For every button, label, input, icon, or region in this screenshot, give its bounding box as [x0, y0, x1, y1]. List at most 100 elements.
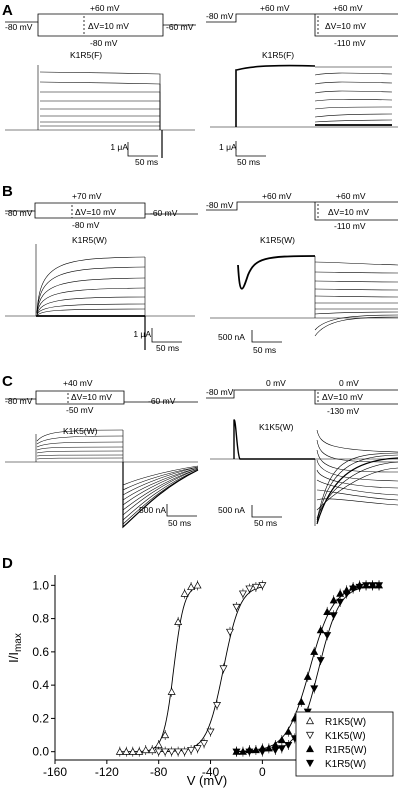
scalebar-a-right [235, 141, 266, 157]
data-point [213, 702, 222, 710]
b-left-bottom-label: -80 mV [72, 220, 100, 230]
data-point [135, 747, 144, 755]
b-left-tail-label: -60 mV [150, 208, 178, 218]
data-point [245, 585, 254, 593]
b-left-scale-y: 1 μA [133, 329, 151, 339]
data-point [329, 596, 338, 604]
b-left-hold-label: -80 mV [5, 208, 33, 218]
c-left-scale-y: 500 nA [139, 505, 166, 515]
legend-label: K1K5(W) [325, 731, 366, 742]
data-point [193, 581, 202, 589]
b-right-hold-label: -80 mV [206, 200, 234, 210]
x-tick-label: -120 [95, 765, 119, 779]
data-point [277, 735, 286, 744]
protocol-c-left [5, 390, 198, 405]
c-right-cell-label: K1K5(W) [259, 422, 294, 432]
data-point [258, 582, 267, 590]
data-point [180, 589, 189, 597]
data-point [251, 745, 260, 754]
c-right-scale-x: 50 ms [254, 518, 277, 528]
data-point [258, 748, 267, 756]
b-left-top-label: +70 mV [72, 191, 102, 201]
data-point [174, 748, 183, 756]
data-point [306, 759, 314, 768]
c-right-top-label: 0 mV [339, 378, 359, 388]
data-point [115, 747, 124, 755]
panel-label-b: B [2, 183, 13, 200]
data-point [306, 716, 314, 725]
data-point [167, 687, 176, 695]
panel-label-c: C [2, 373, 13, 390]
a-right-hold-label: -80 mV [206, 11, 234, 21]
x-tick-label: -40 [202, 765, 220, 779]
y-tick-label: 0.4 [32, 678, 49, 692]
c-right-bottom-label: -130 mV [327, 406, 359, 416]
data-point [180, 748, 189, 756]
a-left-top-label: +60 mV [90, 3, 120, 13]
a-left-tail-label: -60 mV [166, 22, 194, 32]
protocol-b-left [5, 202, 198, 219]
data-point [200, 740, 209, 748]
traces-b-right [210, 255, 399, 337]
scalebar-c-left [166, 504, 197, 517]
data-point [316, 657, 325, 665]
data-point [232, 748, 241, 756]
b-right-pre-label: +60 mV [262, 191, 292, 201]
data-point [167, 748, 176, 756]
x-tick-label: -80 [150, 765, 168, 779]
data-point [238, 747, 247, 755]
data-point [316, 626, 325, 634]
data-point [310, 647, 319, 655]
data-point [271, 746, 280, 755]
c-left-tail-label: -60 mV [148, 396, 176, 406]
c-left-scale-x: 50 ms [168, 518, 191, 528]
b-left-cell-label: K1R5(W) [72, 235, 107, 245]
data-point [306, 731, 314, 740]
legend-label: R1R5(W) [325, 745, 367, 756]
data-point [161, 748, 170, 756]
b-left-step-label: ΔV=10 mV [75, 207, 116, 217]
data-point [349, 585, 358, 593]
data-point [336, 589, 345, 597]
a-left-scale-y: 1 μA [110, 142, 128, 152]
data-point [336, 598, 345, 607]
data-point [174, 617, 183, 625]
c-right-pre-label: 0 mV [266, 378, 286, 388]
b-right-step-label: ΔV=10 mV [328, 207, 369, 217]
b-right-top-label: +60 mV [336, 191, 366, 201]
b-right-scale-y: 500 nA [218, 332, 245, 342]
data-point [323, 607, 332, 616]
y-axis-title: I/Imax [6, 633, 24, 663]
data-point [193, 745, 202, 753]
data-point [232, 603, 241, 612]
a-right-scale-x: 50 ms [237, 157, 260, 167]
data-point [323, 632, 332, 640]
data-point [284, 727, 293, 735]
traces-c-left [5, 429, 199, 529]
data-point [154, 748, 163, 756]
data-point [148, 745, 157, 754]
scalebar-b-left [151, 328, 182, 343]
data-point [238, 590, 247, 598]
scalebar-b-right [251, 330, 282, 343]
x-tick-label: 0 [259, 765, 266, 779]
legend-label: K1R5(W) [325, 759, 366, 770]
traces-a-right [210, 64, 398, 128]
data-point [245, 748, 254, 756]
data-point [225, 628, 234, 637]
protocol-c-right [206, 389, 398, 405]
data-point [122, 747, 131, 755]
data-point [251, 583, 260, 592]
a-right-step-label: ΔV=10 mV [325, 21, 366, 31]
c-left-cell-label: K1K5(W) [63, 426, 98, 436]
a-right-cell-label: K1R5(F) [262, 50, 294, 60]
b-left-scale-x: 50 ms [156, 343, 179, 353]
protocol-a-right [206, 13, 398, 37]
traces-b-left [5, 244, 195, 350]
y-tick-label: 1.0 [32, 578, 49, 592]
data-point [128, 747, 137, 755]
data-point [303, 672, 312, 680]
y-tick-label: 0.6 [32, 645, 49, 659]
legend-label: R1K5(W) [325, 717, 366, 728]
